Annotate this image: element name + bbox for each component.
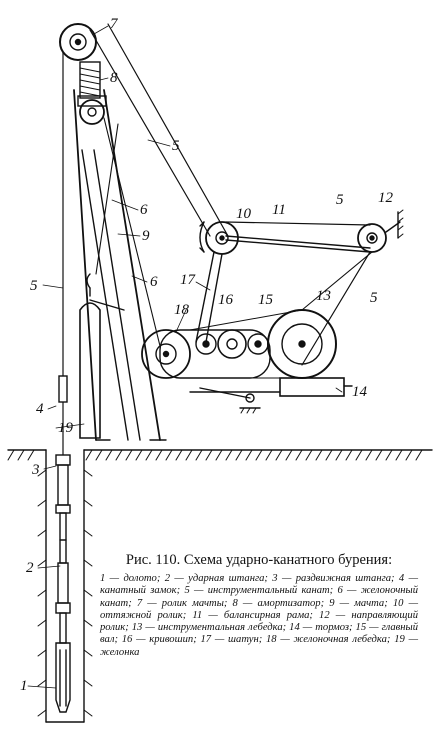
label-15: 15 <box>258 292 274 308</box>
label-2: 2 <box>26 560 34 576</box>
label-5d: 5 <box>370 290 378 306</box>
figure-caption: Рис. 110. Схема ударно-канатного бурения… <box>100 552 418 659</box>
borehole <box>37 449 93 723</box>
ground-surface <box>7 449 433 461</box>
bailer <box>79 123 119 439</box>
label-16: 16 <box>218 292 234 308</box>
callout-labels: 1 2 3 4 5 5 5 5 6 6 7 8 9 10 11 12 13 14… <box>20 16 394 694</box>
mast-pulley <box>59 23 97 61</box>
label-12: 12 <box>378 190 394 206</box>
tool-string <box>55 375 71 713</box>
label-11: 11 <box>272 202 286 218</box>
balance-frame <box>199 209 404 255</box>
caption-legend: 1 — долото; 2 — ударная штанга; 3 — разд… <box>100 573 418 658</box>
label-1: 1 <box>20 678 28 694</box>
leader-lines <box>27 25 343 689</box>
label-5a: 5 <box>30 278 38 294</box>
label-5b: 5 <box>172 138 180 154</box>
label-4: 4 <box>36 401 44 417</box>
label-13: 13 <box>316 288 331 304</box>
label-3: 3 <box>31 462 40 478</box>
bailing-cable <box>103 117 161 347</box>
connecting-rod <box>195 251 223 343</box>
label-14: 14 <box>352 384 368 400</box>
label-6b: 6 <box>150 274 158 290</box>
label-10: 10 <box>236 206 252 222</box>
mast-lower-pulley <box>79 99 105 125</box>
label-8: 8 <box>110 70 118 86</box>
label-17: 17 <box>180 272 197 288</box>
label-9: 9 <box>142 228 150 244</box>
label-19: 19 <box>58 420 74 436</box>
instrument-cable <box>62 23 371 377</box>
caption-title: Рис. 110. Схема ударно-канатного бурения… <box>125 552 393 568</box>
label-18: 18 <box>174 302 190 318</box>
label-5c: 5 <box>336 192 344 208</box>
label-7: 7 <box>110 16 119 32</box>
mast <box>73 89 167 441</box>
brake <box>189 377 353 414</box>
label-6a: 6 <box>140 202 148 218</box>
